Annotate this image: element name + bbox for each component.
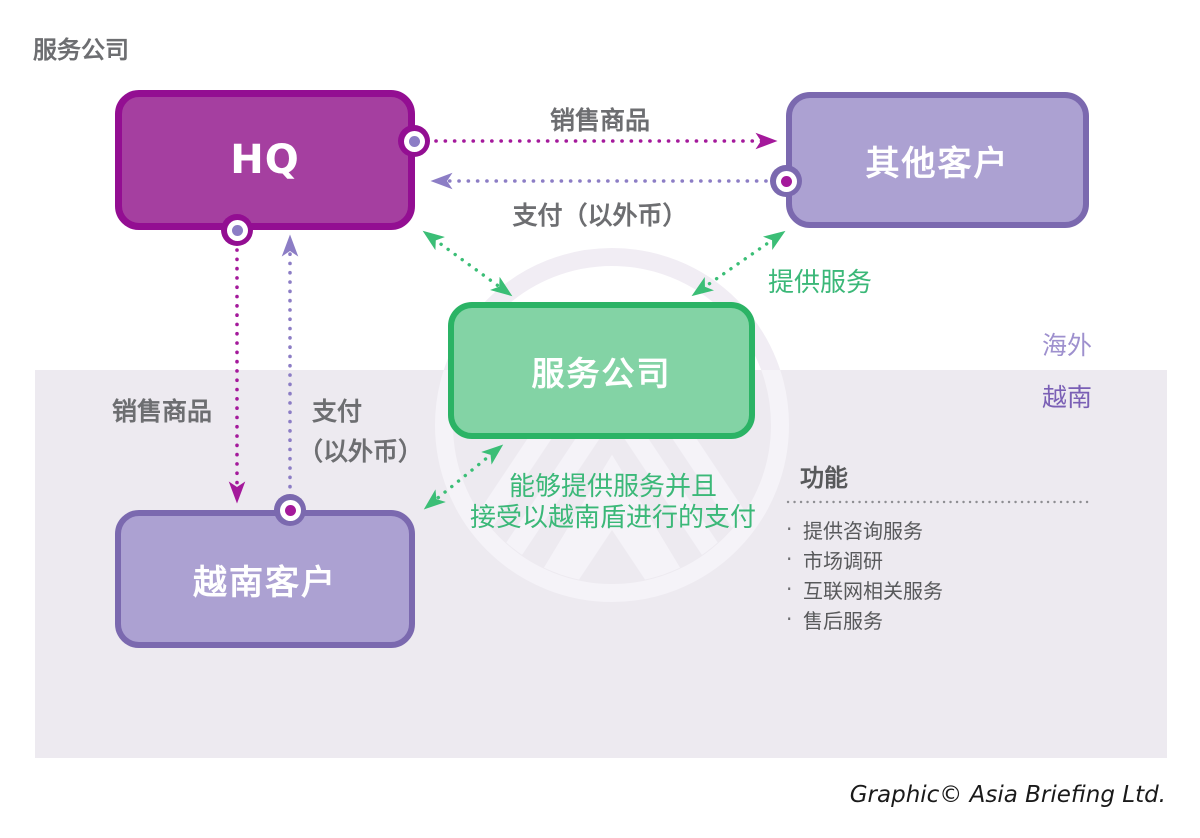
connector-inner [775,170,797,192]
list-item: · 互联网相关服务 [786,574,943,604]
bullet-dot: · [786,577,793,601]
list-item-label: 互联网相关服务 [803,578,943,603]
label-provide-services: 提供服务 [768,268,873,298]
label-payment-left-currency: （以外币） [298,437,424,466]
node-other-customers-label: 其他客户 [865,143,1010,184]
list-item-label: 市场调研 [803,548,883,573]
node-service-company: 服务公司 [448,302,755,439]
node-vietnam-customers: 越南客户 [115,510,415,648]
connector-dot [231,224,243,236]
node-vietnam-customers-label: 越南客户 [193,562,337,603]
service-note: 能够提供服务并且 接受以越南盾进行的支付 [443,472,783,534]
region-label-overseas: 海外 [1041,331,1092,360]
list-item-label: 提供咨询服务 [803,518,923,543]
arrow-hq-service-bidirectional [422,230,513,297]
connector-dot [284,504,296,516]
connector-inner [226,219,248,241]
connector-hq-right [398,125,430,157]
bullet-dot: · [786,517,793,541]
list-item-label: 售后服务 [803,608,883,633]
list-item: · 市场调研 [786,544,943,574]
node-hq: HQ [115,90,415,230]
node-service-company-label: 服务公司 [531,353,672,393]
list-item: · 提供咨询服务 [786,514,943,544]
connector-dot [780,175,792,187]
region-label-vietnam: 越南 [1041,383,1092,412]
functions-list: · 提供咨询服务 · 市场调研 · 互联网相关服务 · 售后服务 [786,514,943,634]
label-sell-goods-left: 销售商品 [112,397,213,426]
copyright-credit: Graphic© Asia Briefing Ltd. [849,782,1166,808]
label-payment-foreign-top: 支付（以外币） [512,201,688,230]
node-other-customers: 其他客户 [786,92,1089,228]
connector-other-left [770,165,802,197]
connector-dot [408,135,420,147]
connector-inner [279,499,301,521]
connector-inner [403,130,425,152]
label-payment-left: 支付 [312,397,363,426]
list-item: · 售后服务 [786,604,943,634]
label-sell-goods-top: 销售商品 [549,106,650,135]
node-hq-label: HQ [230,137,300,183]
connector-vietnam-top [274,494,306,526]
service-note-line2: 接受以越南盾进行的支付 [469,503,756,533]
bullet-dot: · [786,547,793,571]
connector-hq-bottom [221,214,253,246]
functions-header: 功能 [800,464,848,492]
bullet-dot: · [786,607,793,631]
page-title: 服务公司 [33,36,129,64]
service-note-line1: 能够提供服务并且 [508,472,717,502]
